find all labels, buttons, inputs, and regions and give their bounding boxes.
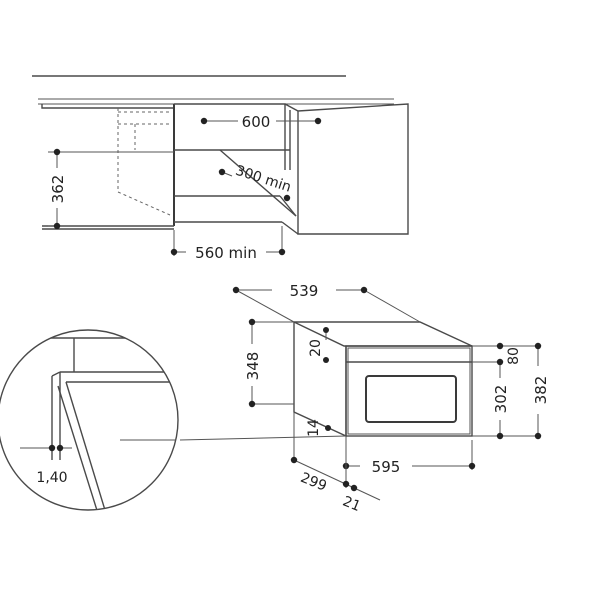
dim-label-14: 14 bbox=[306, 419, 322, 437]
oven-drawing bbox=[179, 321, 473, 441]
dimension-595: 595 bbox=[342, 440, 476, 476]
dimension-348: 348 bbox=[244, 318, 294, 408]
dim-label-595: 595 bbox=[372, 458, 401, 476]
dimension-362: 362 bbox=[48, 148, 174, 230]
dim-label-382: 382 bbox=[532, 376, 550, 405]
dim-label-600: 600 bbox=[242, 113, 271, 131]
dimension-14: 14 bbox=[306, 419, 331, 437]
dimension-depth-bottom: 299 21 bbox=[290, 412, 381, 516]
dimension-600: 600 bbox=[200, 113, 322, 131]
dim-label-302: 302 bbox=[492, 385, 510, 414]
detail-magnifier: 1,40 bbox=[0, 329, 179, 511]
dimension-539: 539 bbox=[232, 282, 421, 323]
dim-label-21: 21 bbox=[340, 494, 363, 516]
cabinet-niche-drawing bbox=[32, 75, 409, 250]
dimension-20: 20 bbox=[308, 327, 329, 363]
dim-label-560-min: 560 min bbox=[195, 244, 257, 262]
dimension-560-min: 560 min bbox=[170, 230, 286, 262]
dim-label-20: 20 bbox=[308, 339, 324, 357]
dim-label-348: 348 bbox=[244, 352, 262, 381]
dim-label-300-min: 300 min bbox=[233, 163, 293, 196]
dim-label-362: 362 bbox=[49, 175, 67, 204]
dim-label-539: 539 bbox=[290, 282, 319, 300]
dim-label-1-40: 1,40 bbox=[36, 470, 67, 486]
dim-label-80: 80 bbox=[506, 347, 522, 365]
dimension-right-stack: 80 302 382 bbox=[472, 342, 550, 440]
